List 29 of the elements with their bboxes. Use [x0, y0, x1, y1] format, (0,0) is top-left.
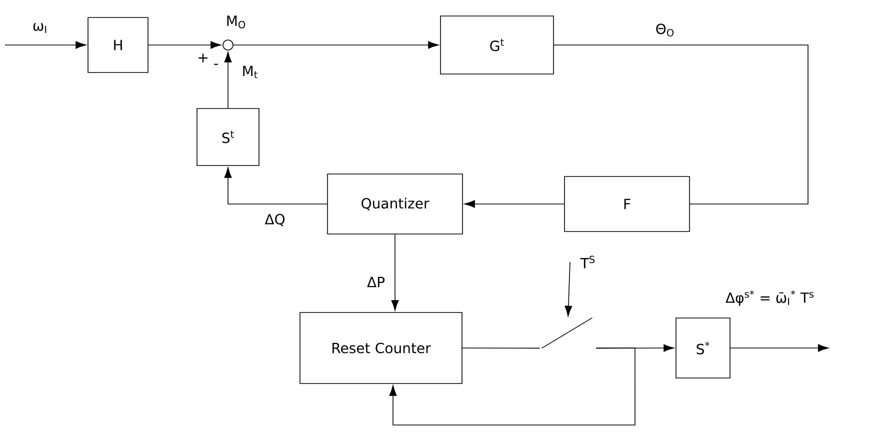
arrow [233, 41, 439, 49]
block-box: F [564, 176, 690, 232]
switch-drawing [541, 317, 593, 349]
block-box: H [88, 17, 148, 73]
sign-label: - [214, 64, 218, 65]
arrow [389, 348, 636, 426]
block-box: Quantizer [327, 174, 463, 234]
arrow [224, 167, 328, 204]
arrow [464, 200, 564, 208]
arrow [224, 52, 232, 108]
block-box: G$^{t}$ [440, 16, 554, 74]
block-box: Reset Counter [300, 312, 462, 384]
block-box: S$^{t}$ [196, 108, 260, 166]
arrow [730, 344, 829, 352]
arrow [391, 234, 399, 311]
signal-label: ΔP [367, 276, 385, 288]
signal-label: ΔQ [264, 214, 285, 226]
sign-label: + [198, 54, 208, 62]
summing-junction [222, 40, 234, 50]
signal-label: Θ$_{O}$ [656, 24, 674, 36]
block-box: S$^{*}$ [676, 318, 730, 378]
signal-label: Δφ$^{s*}$ = ω̄$_{I}$$^{*}$ T$^{s}$ [726, 290, 814, 306]
signal-label: T$^{S}$ [580, 256, 595, 268]
signal-label: M$_{O}$ [227, 16, 246, 28]
arrow [148, 41, 222, 49]
signal-label: M$_{t}$ [243, 66, 258, 78]
arrow [4, 41, 86, 49]
signal-label: ω$_{I}$ [33, 23, 46, 33]
arrow [564, 262, 572, 316]
